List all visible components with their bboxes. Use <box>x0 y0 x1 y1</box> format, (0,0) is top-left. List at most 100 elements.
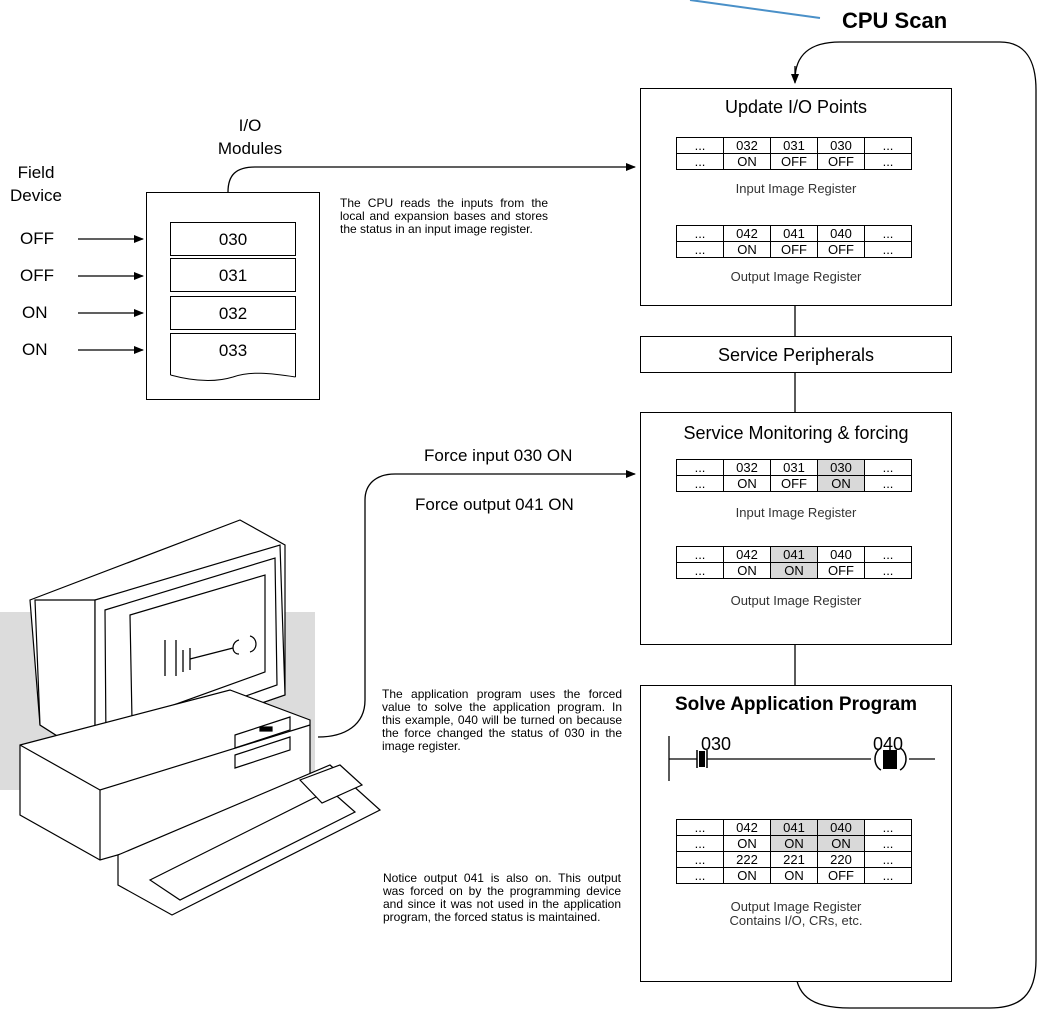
monitor-output-caption: Output Image Register <box>730 593 862 608</box>
reg-cell: OFF <box>817 153 865 170</box>
reg-cell: OFF <box>770 153 818 170</box>
field-state: OFF <box>20 229 54 248</box>
service-peripherals-title: Service Peripherals <box>717 345 875 365</box>
reg-cell: ... <box>676 459 724 476</box>
io-slot-032: 032 <box>170 296 296 330</box>
reg-cell: 040 <box>817 225 865 242</box>
reg-cell: ... <box>864 475 912 492</box>
ladder-rung <box>668 736 935 781</box>
update-output-register: ... 042 041 040 ... ... ON OFF OFF ... <box>676 225 912 258</box>
reg-cell-forced: ON <box>770 835 818 852</box>
reg-cell: 041 <box>770 225 818 242</box>
solve-caption-line2: Contains I/O, CRs, etc. <box>729 913 863 928</box>
reg-cell: OFF <box>817 867 865 884</box>
notice-note: Notice output 041 is also on. This outpu… <box>383 871 621 924</box>
force-wire <box>317 470 636 738</box>
io-slot-030: 030 <box>170 222 296 256</box>
module-wire <box>227 163 636 193</box>
reg-cell: ... <box>676 153 724 170</box>
solve-caption-line1: Output Image Register <box>730 899 862 914</box>
reg-cell: ... <box>864 546 912 563</box>
io-slot-031: 031 <box>170 258 296 292</box>
monitor-input-caption: Input Image Register <box>735 505 857 520</box>
reg-cell: ... <box>864 153 912 170</box>
reg-cell: 222 <box>723 851 771 868</box>
reg-cell: ... <box>676 241 724 258</box>
reg-cell: OFF <box>817 241 865 258</box>
update-input-register: ... 032 031 030 ... ... ON OFF OFF ... <box>676 137 912 170</box>
reg-cell: 040 <box>817 546 865 563</box>
reg-cell-forced: 041 <box>770 546 818 563</box>
reg-cell: ... <box>676 546 724 563</box>
monitor-output-register: ... 042 041 040 ... ... ON ON OFF ... <box>676 546 912 579</box>
io-modules-line2: Modules <box>217 139 283 158</box>
update-io-box: Update I/O Points ... 032 031 030 ... ..… <box>640 88 952 306</box>
reg-cell: OFF <box>770 241 818 258</box>
io-modules-label: I/O Modules <box>200 114 300 160</box>
reg-cell-forced: 041 <box>770 819 818 836</box>
reg-cell: OFF <box>817 562 865 579</box>
reg-cell: OFF <box>770 475 818 492</box>
field-state: ON <box>22 340 48 359</box>
update-io-title: Update I/O Points <box>724 97 868 117</box>
reg-cell: ... <box>676 137 724 154</box>
reg-cell: 032 <box>723 137 771 154</box>
monitor-input-register: ... 032 031 030 ... ... ON OFF ON ... <box>676 459 912 492</box>
reg-cell: ... <box>864 851 912 868</box>
field-device-line1: Field <box>17 163 55 182</box>
update-output-caption: Output Image Register <box>730 269 862 284</box>
solve-program-title: Solve Application Program <box>674 694 918 715</box>
reg-cell: ... <box>676 225 724 242</box>
reg-cell: ... <box>676 835 724 852</box>
scan-loop <box>794 41 1037 1009</box>
reg-cell: 220 <box>817 851 865 868</box>
reg-cell: 031 <box>770 459 818 476</box>
io-modules-line1: I/O <box>238 116 262 135</box>
reg-cell: ... <box>864 137 912 154</box>
accent-line <box>689 0 821 19</box>
reg-cell-forced: 030 <box>817 459 865 476</box>
service-monitoring-box: Service Monitoring & forcing ... 032 031… <box>640 412 952 645</box>
service-peripherals-box: Service Peripherals <box>640 336 952 373</box>
reg-cell: ... <box>676 819 724 836</box>
io-module-housing <box>146 192 320 400</box>
field-device-label: Field Device <box>0 161 72 207</box>
reg-cell: ON <box>770 867 818 884</box>
reg-cell: ... <box>864 562 912 579</box>
reg-cell: ON <box>723 475 771 492</box>
reg-cell: ... <box>676 562 724 579</box>
reg-cell: ... <box>864 241 912 258</box>
reg-cell: ON <box>723 835 771 852</box>
field-state: OFF <box>20 266 54 285</box>
reg-cell: 032 <box>723 459 771 476</box>
field-state: ON <box>22 303 48 322</box>
reg-cell-forced: 040 <box>817 819 865 836</box>
reg-cell: ... <box>676 867 724 884</box>
application-note: The application program uses the forced … <box>382 687 622 753</box>
computer-illustration <box>19 519 382 916</box>
io-slot-033: 033 <box>170 333 296 367</box>
reg-cell: 221 <box>770 851 818 868</box>
reg-cell: ON <box>723 867 771 884</box>
cpu-reads-note: The CPU reads the inputs from the local … <box>340 196 548 236</box>
reg-cell-forced: ON <box>770 562 818 579</box>
reg-cell: 042 <box>723 546 771 563</box>
ladder-coil-label: 040 <box>873 734 904 754</box>
reg-cell: ... <box>864 459 912 476</box>
reg-cell: ... <box>864 835 912 852</box>
solve-output-register: ... 042 041 040 ... ... ON ON ON ... ...… <box>676 819 912 884</box>
reg-cell: 042 <box>723 819 771 836</box>
force-input-label: Force input 030 ON <box>424 446 573 465</box>
field-device-line2: Device <box>10 186 62 205</box>
reg-cell-forced: ON <box>817 475 865 492</box>
solve-program-box: Solve Application Program 030 040 ... 04… <box>640 685 952 982</box>
ladder-contact-label: 030 <box>701 734 732 754</box>
reg-cell: ON <box>723 153 771 170</box>
io-slot-torn-edge <box>170 365 296 381</box>
reg-cell-forced: ON <box>817 835 865 852</box>
reg-cell: 031 <box>770 137 818 154</box>
reg-cell: ... <box>676 851 724 868</box>
reg-cell: 042 <box>723 225 771 242</box>
update-input-caption: Input Image Register <box>735 181 857 196</box>
